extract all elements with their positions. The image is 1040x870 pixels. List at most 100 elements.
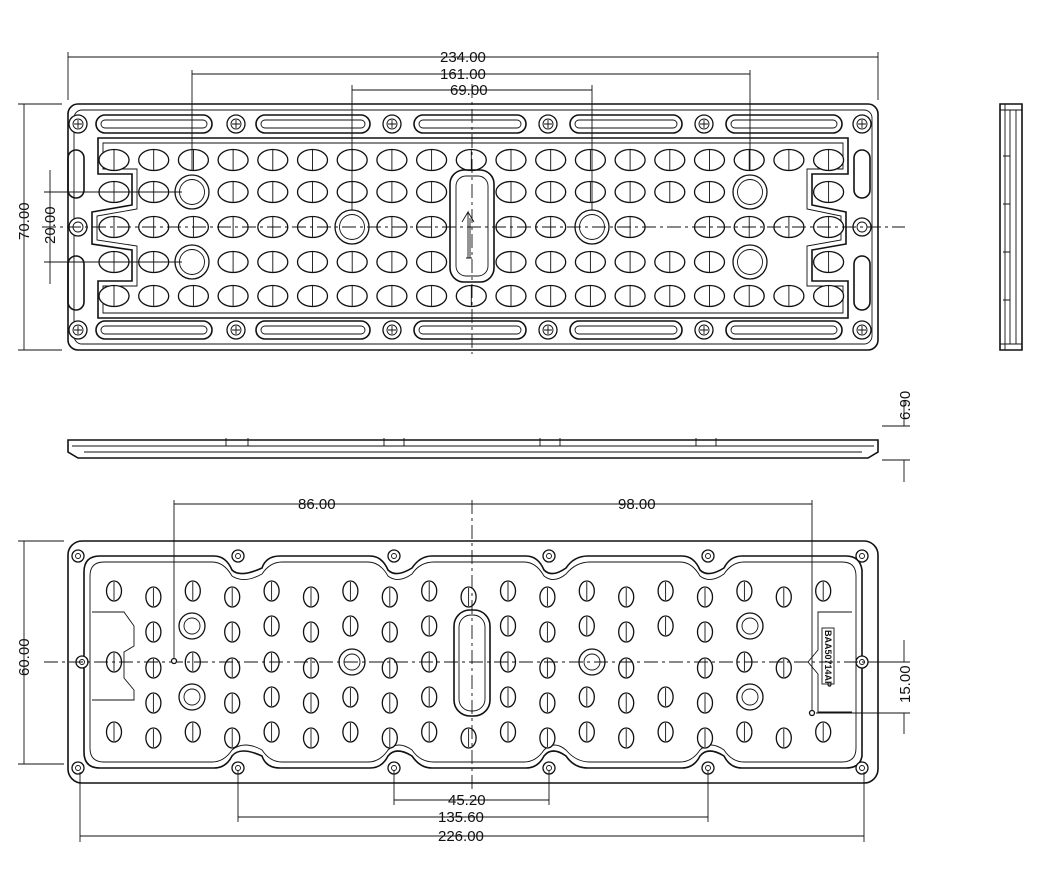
mount-hole-inner [698,118,710,130]
edge-slot-inner [100,119,208,129]
crosshair-icon [232,120,240,128]
edge-slot [413,114,527,134]
boss-hole-inner [183,688,201,706]
mount-hole-inner [72,324,84,336]
bottom-right-notch [807,611,852,713]
mount-hole-inner [698,324,710,336]
part-label: BAA50714AP [823,630,833,687]
boss-hole [178,612,206,640]
edge-slot-vertical [853,255,871,311]
edge-slot-inner [730,325,838,335]
mount-hole-inner [705,553,711,559]
crosshair-icon [544,326,552,334]
bottom-dimensions [18,500,910,842]
dim-outer-hole-spacing: 161.00 [440,66,486,83]
crosshair-icon [74,326,82,334]
edge-slot [95,114,213,134]
crosshair-icon [858,120,866,128]
crosshair-icon [74,120,82,128]
end-view [999,103,1023,351]
edge-slot-inner [730,119,838,129]
mount-hole-inner [230,118,242,130]
dim-label-offset: 15.00 [897,665,914,703]
bottom-perforation-holes [105,580,832,749]
edge-slot [255,320,371,340]
edge-slot-vertical [67,149,85,199]
boss-hole [736,612,764,640]
dim-thickness: 6.90 [897,391,914,420]
bottom-mounting-holes [71,549,869,775]
large-hole [732,244,768,280]
mount-hole-inner [542,324,554,336]
crosshair-icon [700,120,708,128]
edge-slot [725,114,843,134]
edge-slot-vertical [853,149,871,199]
arrow-icon [461,210,475,259]
mount-hole [231,549,245,563]
large-hole [732,174,768,210]
edge-slot [569,320,683,340]
mount-hole-inner [542,118,554,130]
dim-outer-mount-spacing: 226.00 [438,828,484,845]
edge-slot [95,320,213,340]
edge-slot-inner [574,325,678,335]
mount-hole-inner [859,765,865,771]
edge-slot-inner [260,119,366,129]
dim-height: 60.00 [16,638,33,676]
mount-hole [855,549,869,563]
crosshair-icon [544,120,552,128]
mount-hole [71,549,85,563]
large-hole-inner [737,249,763,275]
top-center-slot-inner [455,175,489,277]
dim-overall-length: 234.00 [440,49,486,66]
bottom-scalloped-rim [83,555,863,769]
dim-overall-width: 70.00 [16,202,33,240]
bottom-view: BAA50714AP [16,496,914,845]
mount-hole [542,549,556,563]
edge-slot [725,320,843,340]
boss-hole-inner [741,617,759,635]
top-dimensions: 234.00 161.00 69.00 [18,49,879,351]
edge-slot-inner [100,325,208,335]
dim-mid-mount-spacing: 135.60 [438,809,484,826]
dim-inner-mount-spacing: 45.20 [448,792,486,809]
dim-right-offset: 98.00 [618,496,656,513]
boss-hole-inner [741,688,759,706]
dim-hole-row-spacing: 20.00 [42,206,59,244]
mount-hole-inner [230,324,242,336]
crosshair-icon [388,120,396,128]
large-hole-inner [339,214,365,240]
edge-slot-inner [418,119,522,129]
boss-hole [736,683,764,711]
mount-hole-inner [856,324,868,336]
top-pocket [91,137,849,319]
top-perforation-holes [98,148,845,308]
large-hole-inner [737,179,763,205]
mount-hole [855,761,869,775]
mount-hole-inner [235,553,241,559]
bottom-left-notch [92,611,135,701]
boss-hole [178,683,206,711]
mount-hole-inner [386,118,398,130]
mount-hole-inner [75,765,81,771]
edge-slot [569,114,683,134]
mount-hole [387,549,401,563]
edge-slot-vertical [67,255,85,311]
crosshair-icon [232,326,240,334]
part-label-box [821,627,835,685]
top-pocket-inner [96,142,844,314]
mount-hole-inner [75,553,81,559]
dim-inner-hole-spacing: 69.00 [450,82,488,99]
crosshair-icon [700,326,708,334]
side-view: 6.90 [67,391,914,482]
mount-hole-inner [391,553,397,559]
edge-slot [255,114,371,134]
mount-hole-inner [859,553,865,559]
dim-left-offset: 86.00 [298,496,336,513]
boss-hole-inner [183,617,201,635]
mount-hole-inner [386,324,398,336]
edge-slot-inner [574,119,678,129]
edge-slot-inner [418,325,522,335]
crosshair-icon [858,326,866,334]
